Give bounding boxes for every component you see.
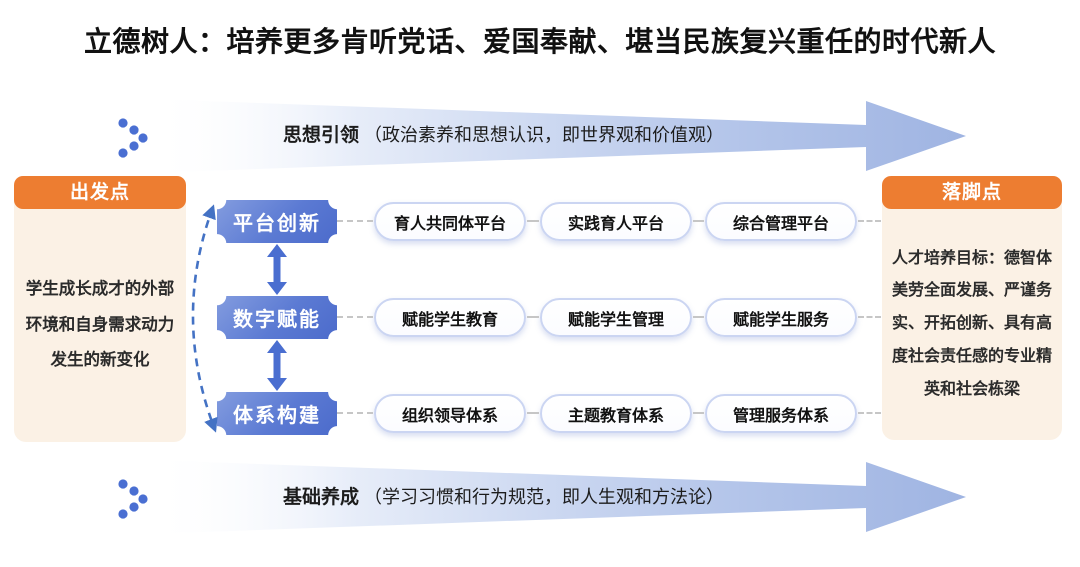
- dash-connector: [527, 412, 539, 414]
- pillar-digital-empowerment: 数字赋能: [217, 296, 337, 339]
- dash-connector: [337, 412, 373, 414]
- pill-practice-platform: 实践育人平台: [540, 202, 692, 241]
- bottom-banner-label: 基础养成 （学习习惯和行为规范，即人生观和方法论）: [283, 483, 903, 511]
- dash-connector: [337, 220, 373, 222]
- pill-theme-education-system: 主题教育体系: [540, 394, 692, 433]
- dash-connector: [693, 316, 704, 318]
- pillar-platform-innovation: 平台创新: [217, 200, 337, 243]
- dash-connector: [858, 220, 881, 222]
- end-point-panel: 落脚点 人才培养目标：德智体美劳全面发展、严谨务实、开拓创新、具有高度社会责任感…: [882, 176, 1062, 440]
- double-arrow-bottom: [267, 340, 287, 391]
- pill-empower-education: 赋能学生教育: [374, 298, 526, 337]
- end-point-header: 落脚点: [882, 176, 1062, 209]
- dash-connector: [693, 220, 704, 222]
- pillar-connectors: [191, 204, 287, 433]
- bottom-banner-arrow: [148, 460, 966, 534]
- dash-connector: [858, 316, 881, 318]
- pill-empower-service: 赋能学生服务: [705, 298, 857, 337]
- dash-connector: [527, 220, 539, 222]
- top-banner-label: 思想引领 （政治素养和思想认识，即世界观和价值观）: [283, 121, 903, 149]
- top-banner-arrow: [148, 99, 966, 173]
- pill-management-service-system: 管理服务体系: [705, 394, 857, 433]
- arrow-shape: [148, 460, 966, 534]
- pillar-system-construction: 体系构建: [217, 392, 337, 435]
- pill-empower-management: 赋能学生管理: [540, 298, 692, 337]
- arrow-shape: [148, 99, 966, 173]
- page-title: 立德树人：培养更多肯听党话、爱国奉献、堪当民族复兴重任的时代新人: [83, 26, 996, 57]
- start-point-panel: 出发点 学生成长成才的外部环境和自身需求动力发生的新变化: [14, 176, 186, 442]
- dash-connector: [527, 316, 539, 318]
- dash-connector: [337, 316, 373, 318]
- dash-connector: [858, 412, 881, 414]
- dashed-curve-arrow: [191, 204, 218, 433]
- bottom-banner-keyword: 基础养成: [283, 487, 360, 508]
- top-banner-description: （政治素养和思想认识，即世界观和价值观）: [364, 125, 725, 145]
- start-point-header: 出发点: [14, 176, 186, 209]
- chevron-dots-icon: [118, 118, 148, 158]
- pill-community-platform: 育人共同体平台: [374, 202, 526, 241]
- end-point-body: 人才培养目标：德智体美劳全面发展、严谨务实、开拓创新、具有高度社会责任感的专业精…: [891, 249, 1052, 398]
- chevron-dots-icon: [118, 479, 148, 519]
- pill-management-platform: 综合管理平台: [705, 202, 857, 241]
- double-arrow-top: [267, 244, 287, 295]
- bottom-banner-description: （学习习惯和行为规范，即人生观和方法论）: [364, 487, 725, 507]
- start-point-body: 学生成长成才的外部环境和自身需求动力发生的新变化: [25, 280, 175, 370]
- top-banner-keyword: 思想引领: [283, 125, 360, 146]
- dash-connector: [693, 412, 704, 414]
- pill-leadership-system: 组织领导体系: [374, 394, 526, 433]
